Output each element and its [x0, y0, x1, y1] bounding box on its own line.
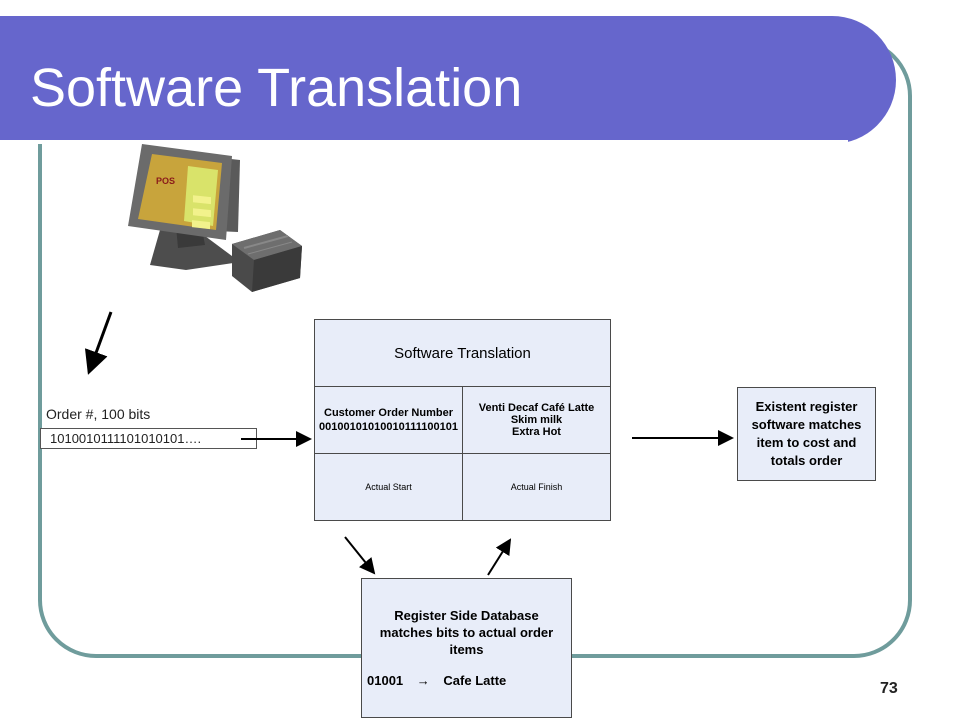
- register-database-box: Register Side Database matches bits to a…: [361, 578, 572, 718]
- actual-finish-cell: Actual Finish: [462, 453, 611, 521]
- register-software-box: Existent register software matches item …: [737, 387, 876, 481]
- mapping-code: 01001: [367, 673, 404, 688]
- mapping-item: Cafe Latte: [443, 673, 507, 688]
- customer-order-cell: Customer Order Number 001001010100101111…: [314, 386, 463, 454]
- title-underline: [0, 140, 848, 144]
- mapping-arrow-icon: →: [416, 673, 430, 688]
- actual-start-label: Actual Start: [365, 482, 412, 492]
- order-items-cell: Venti Decaf Café Latte Skim milk Extra H…: [462, 386, 611, 454]
- translation-table-title: Software Translation: [394, 344, 531, 362]
- order-item-milk: Skim milk: [510, 414, 563, 426]
- bit-string-box: 1010010111101010101….: [40, 428, 257, 449]
- title-bar: Software Translation: [0, 16, 896, 144]
- customer-order-label: Customer Order Number: [324, 407, 453, 419]
- slide-title: Software Translation: [30, 58, 523, 118]
- actual-finish-label: Actual Finish: [510, 482, 563, 492]
- actual-start-cell: Actual Start: [314, 453, 463, 521]
- order-bits-label: Order #, 100 bits: [46, 406, 151, 422]
- customer-order-bits: 00100101010010111100101: [319, 421, 458, 433]
- page-number: 73: [880, 680, 898, 697]
- order-item-temp: Extra Hot: [512, 426, 561, 438]
- bit-mapping-example: 01001 → Cafe Latte: [367, 673, 506, 688]
- register-database-text: Register Side Database matches bits to a…: [379, 608, 554, 657]
- order-item-drink: Venti Decaf Café Latte: [478, 402, 595, 414]
- translation-table-header: Software Translation: [314, 319, 611, 387]
- register-software-text: Existent register software matches item …: [751, 399, 862, 468]
